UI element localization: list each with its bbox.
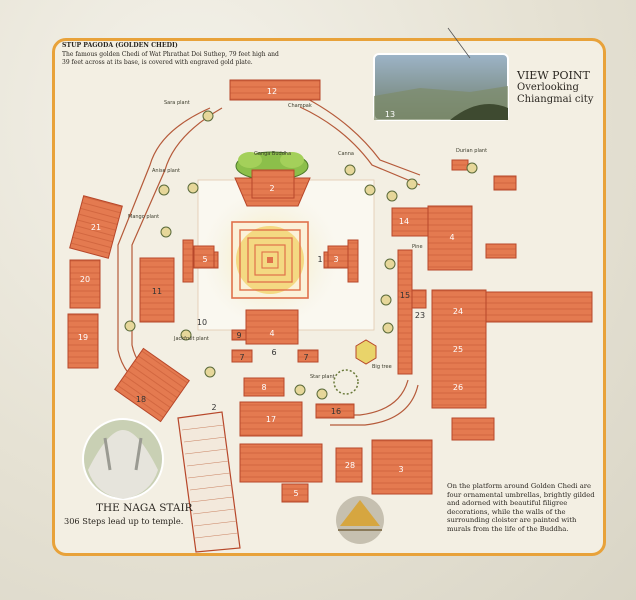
building-southeast — [451, 417, 495, 441]
label-5: 5 — [202, 255, 207, 264]
label-23: 23 — [415, 311, 425, 320]
label-11: 11 — [152, 287, 162, 296]
label-21: 21 — [91, 223, 101, 232]
building-7b — [297, 349, 319, 363]
building-24-26 — [431, 289, 487, 409]
label-4: 4 — [449, 233, 454, 242]
tree-label-star: Star plant — [310, 374, 335, 380]
platform-note: On the platform around Golden Chedi are … — [447, 482, 595, 533]
big-tree-icon — [333, 369, 359, 395]
building-east-small — [485, 243, 517, 259]
label-15: 15 — [400, 291, 410, 300]
naga-stair — [177, 411, 241, 553]
tree-label-bodhi: Ganga Buddha — [254, 151, 291, 157]
label-5-south: 5 — [293, 489, 298, 498]
building-16 — [315, 403, 355, 419]
label-2: 2 — [269, 184, 274, 193]
naga-subtitle: 306 Steps lead up to temple. — [64, 516, 184, 526]
tree-label-pine: Pine — [412, 244, 423, 250]
building-14 — [391, 207, 431, 237]
tree-label-durian: Durian plant — [456, 148, 487, 154]
viewpoint-line2: Chiangmai city — [517, 94, 594, 105]
building-7a — [231, 349, 253, 363]
label-14: 14 — [399, 217, 409, 226]
label-3: 3 — [398, 465, 403, 474]
label-12: 12 — [267, 87, 277, 96]
tree-markers — [124, 110, 478, 400]
building-19 — [67, 313, 99, 369]
building-east-wing — [485, 291, 593, 323]
label-3-small: 3 — [333, 255, 338, 264]
label-10: 10 — [197, 318, 207, 327]
label-1: 1 — [317, 255, 322, 264]
bell-tower — [355, 339, 377, 365]
naga-photo — [82, 418, 164, 500]
building-5-south — [281, 483, 309, 503]
naga-title: THE NAGA STAIR — [96, 502, 193, 514]
golden-chedi — [231, 221, 309, 299]
building-20 — [69, 259, 101, 309]
building-17 — [239, 401, 303, 437]
building-3 — [371, 439, 433, 495]
label-8: 8 — [261, 383, 266, 392]
building-12 — [229, 79, 321, 101]
label-13: 13 — [385, 110, 395, 119]
label-7b: 7 — [303, 353, 308, 362]
building-large-south — [239, 443, 323, 483]
building-3-small — [327, 245, 349, 269]
building-6 — [245, 309, 299, 345]
stupa-description: The famous golden Chedi of Wat Phrathat … — [62, 51, 279, 66]
label-9: 9 — [236, 331, 241, 340]
building-4 — [427, 205, 473, 271]
building-21 — [69, 195, 123, 259]
viewpoint-photo — [373, 53, 509, 121]
label-4-center: 4 — [269, 329, 274, 338]
viewpoint-leader — [447, 27, 471, 59]
building-9 — [231, 329, 247, 341]
building-8 — [243, 377, 285, 397]
building-5 — [193, 245, 215, 269]
building-11 — [139, 257, 175, 323]
building-15 — [397, 249, 413, 375]
building-28 — [335, 447, 363, 483]
label-24: 24 — [453, 307, 463, 316]
tree-label-canna: Canna — [338, 151, 354, 157]
label-25: 25 — [453, 345, 463, 354]
tree-label-mango: Mango plant — [128, 214, 159, 220]
stupa-title: STUP PAGODA (GOLDEN CHEDI) — [62, 42, 178, 49]
viewpoint-title: VIEW POINT — [517, 69, 590, 82]
tree-label-anise: Anise plant — [152, 168, 180, 174]
label-20: 20 — [80, 275, 90, 284]
tree-label-champak: Champak — [288, 103, 312, 109]
viewpoint-line1: Overlooking — [517, 82, 579, 93]
buildings — [67, 79, 593, 503]
building-2 — [251, 169, 295, 199]
label-28: 28 — [345, 461, 355, 470]
building-numbers: 12 2 5 3 4 6 9 7 7 8 17 28 3 5 11 21 20 … — [78, 87, 463, 498]
label-26: 26 — [453, 383, 463, 392]
label-16: 16 — [331, 407, 341, 416]
building-18 — [114, 347, 190, 423]
tree-label-sara: Sara plant — [164, 100, 190, 106]
label-17: 17 — [266, 415, 276, 424]
tree-label-jackfruit: Jackfruit plant — [173, 336, 209, 342]
label-2-stair: 2 — [211, 403, 216, 412]
label-18: 18 — [136, 395, 146, 404]
label-6: 6 — [271, 348, 276, 357]
building-durian — [451, 159, 469, 171]
label-7a: 7 — [239, 353, 244, 362]
tree-label-big-tree: Big tree — [372, 364, 392, 370]
umbrella-photo — [336, 496, 384, 544]
label-19: 19 — [78, 333, 88, 342]
building-northeast — [493, 175, 517, 191]
tree-labels: Sara plant Champak Ganga Buddha Canna Du… — [128, 100, 487, 380]
building-23 — [411, 289, 427, 309]
